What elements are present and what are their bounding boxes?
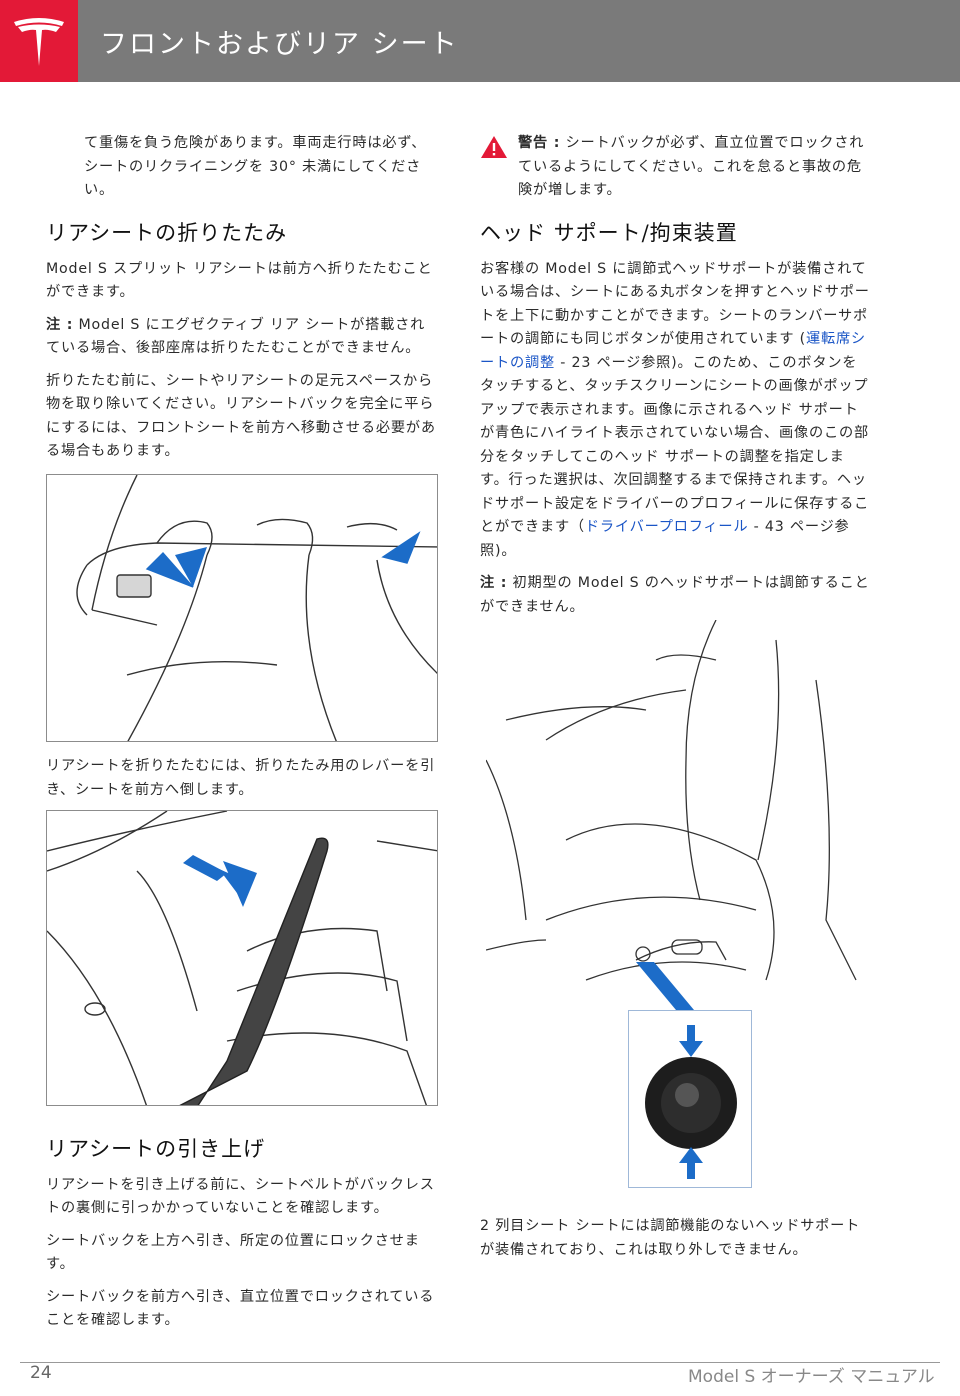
page-title: フロントおよびリア シート [100,29,459,60]
warning-text: 警告 : シートバックが必ず、直立位置でロックされているようにしてください。これ… [518,135,865,198]
raise-heading: リアシートの引き上げ [46,1137,266,1161]
fold-note: 注 : Model S にエグゼクティブ リア シートが搭載されている場合、後部… [46,314,438,361]
note-label: 注 : [480,575,508,591]
brand-logo [0,0,78,82]
warning-icon [481,136,507,158]
page-number: 24 [30,1363,52,1383]
fold-heading: リアシートの折りたたみ [46,221,288,245]
warning-block: 警告 : シートバックが必ず、直立位置でロックされているようにしてください。これ… [480,132,872,203]
second-row-seat-text: 2 列目シート シートには調節機能のないヘッドサポートが装備されており、これは取… [480,1218,861,1258]
front-seat-illustration [485,619,860,1010]
raise-paragraph-2: シートバックを上方へ引き、所定の位置にロックさせます。 [46,1232,420,1273]
head-support-note: 注 : 初期型の Model S のヘッドサポートは調節することができません。 [480,575,870,615]
note-text: Model S にエグゼクティブ リア シートが搭載されている場合、後部座席は折… [46,316,426,357]
tesla-logo-icon [14,18,64,66]
intro-text: て重傷を負う危険があります。車両走行時は必ず、シートのリクライニングを 30° … [84,135,427,198]
driver-seat-adjust-link[interactable]: 運転席シートの調整 [480,331,866,371]
raise-paragraph-3: シートバックを前方へ引き、直立位置でロックされていることを確認します。 [46,1288,435,1329]
warning-label: 警告 : [518,135,561,151]
rear-seat-folded-illustration [46,810,438,1106]
head-support-section: ヘッド サポート/拘束装置 お客様の Model S に調節式ヘッドサポートが装… [480,221,872,628]
footer-divider [20,1362,940,1363]
head-support-heading: ヘッド サポート/拘束装置 [480,221,738,245]
raise-paragraph-1: リアシートを引き上げる前に、シートベルトがバックレストの裏側に引っかかっていない… [46,1176,435,1217]
fold-caption: リアシートを折りたたむには、折りたたみ用のレバーを引き、シートを前方へ倒します。 [46,758,436,798]
rear-seat-fold-lever-illustration [46,474,438,742]
intro-paragraph: て重傷を負う危険があります。車両走行時は必ず、シートのリクライニングを 30° … [84,132,438,212]
footer-manual-title: Model S オーナーズ マニュアル [688,1367,935,1387]
raise-section: リアシートの引き上げ リアシートを引き上げる前に、シートベルトがバックレストの裏… [46,1137,438,1342]
note-label: 注 : [46,316,74,333]
seat-button-closeup [628,1010,752,1188]
page-header: フロントおよびリア シート [0,0,960,82]
driver-profile-link[interactable]: ドライバープロフィール [584,519,749,535]
fold-section: リアシートの折りたたみ Model S スプリット リアシートは前方へ折りたたむ… [46,221,438,473]
head-support-paragraph: お客様の Model S に調節式ヘッドサポートが装備されている場合は、シートに… [480,260,870,559]
fold-paragraph-1: Model S スプリット リアシートは前方へ折りたたむことができます。 [46,260,433,301]
fold-paragraph-3: 折りたたむ前に、シートやリアシートの足元スペースから物を取り除いてください。リア… [46,372,436,460]
